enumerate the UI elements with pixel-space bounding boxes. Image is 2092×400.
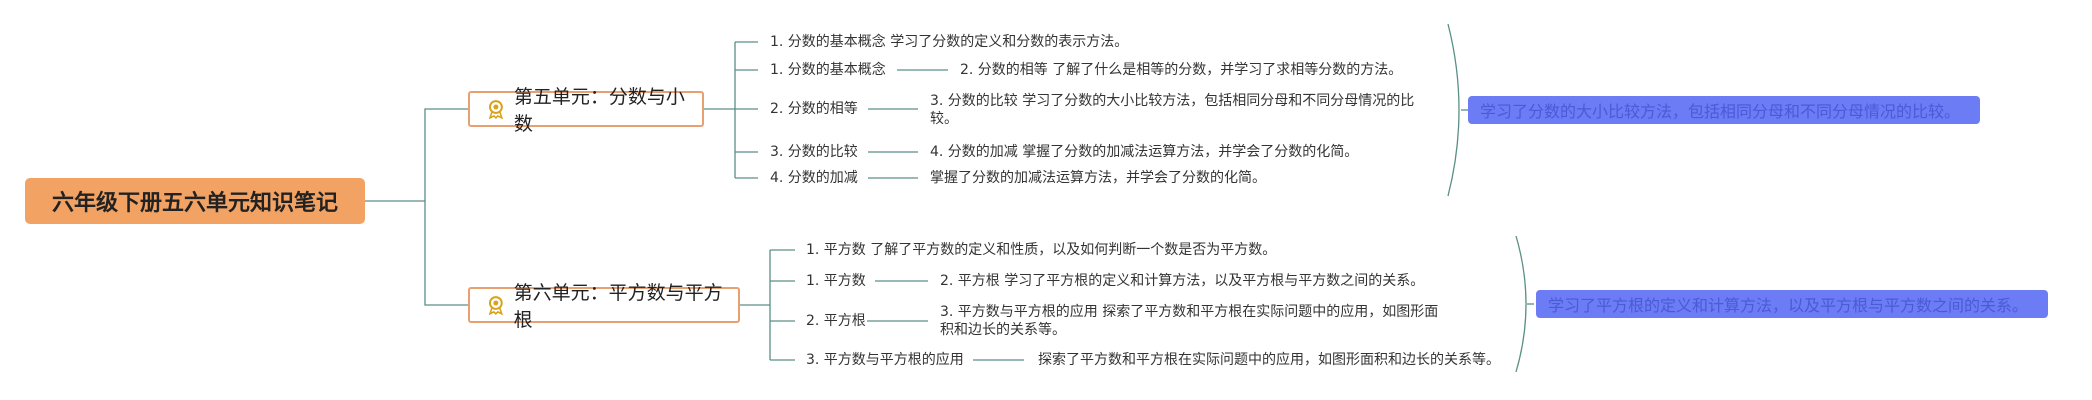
unit5-item-7[interactable]: 4. 分数的加减 掌握了分数的加减法运算方法，并学会了分数的化简。 [930, 144, 1359, 160]
unit6-item-5[interactable]: 3. 平方数与平方根的应用 探索了平方数和平方根在实际问题中的应用，如图形面积和… [940, 304, 1439, 338]
unit5-item-1[interactable]: 1. 分数的基本概念 学习了分数的定义和分数的表示方法。 [770, 34, 1129, 50]
unit5-title: 第五单元：分数与小数 [513, 86, 685, 135]
unit6-item-3[interactable]: 2. 平方根 学习了平方根的定义和计算方法，以及平方根与平方数之间的关系。 [940, 273, 1425, 289]
unit5-item-5[interactable]: 3. 分数的比较 学习了分数的大小比较方法，包括相同分母和不同分母情况的比较。 [930, 93, 1415, 127]
unit6-summary-text: 学习了平方根的定义和计算方法，以及平方根与平方数之间的关系。 [1548, 296, 2029, 315]
unit6-item-6[interactable]: 3. 平方数与平方根的应用 [806, 352, 964, 368]
unit5-item-3[interactable]: 2. 分数的相等 了解了什么是相等的分数，并学习了求相等分数的方法。 [960, 62, 1403, 78]
root-node[interactable]: 六年级下册五六单元知识笔记 [25, 178, 365, 224]
unit6-item-7[interactable]: 探索了平方数和平方根在实际问题中的应用，如图形面积和边长的关系等。 [1038, 352, 1500, 368]
unit5-summary[interactable]: 学习了分数的大小比较方法，包括相同分母和不同分母情况的比较。 [1468, 96, 1980, 124]
root-title: 六年级下册五六单元知识笔记 [51, 191, 338, 216]
unit6-summary[interactable]: 学习了平方根的定义和计算方法，以及平方根与平方数之间的关系。 [1536, 290, 2048, 318]
unit5-item-8[interactable]: 4. 分数的加减 [770, 170, 858, 186]
unit5-item-9[interactable]: 掌握了分数的加减法运算方法，并学会了分数的化简。 [930, 170, 1266, 186]
unit5-node[interactable]: 第五单元：分数与小数 [468, 86, 704, 135]
unit5-summary-text: 学习了分数的大小比较方法，包括相同分母和不同分母情况的比较。 [1480, 102, 1961, 121]
unit6-title: 第六单元：平方数与平方根 [513, 282, 723, 331]
unit5-item-6[interactable]: 3. 分数的比较 [770, 144, 858, 160]
unit6-item-2[interactable]: 1. 平方数 [806, 273, 866, 289]
unit6-item-1[interactable]: 1. 平方数 了解了平方数的定义和性质，以及如何判断一个数是否为平方数。 [806, 242, 1277, 258]
unit6-item-4[interactable]: 2. 平方根 [806, 313, 866, 329]
unit5-item-2[interactable]: 1. 分数的基本概念 [770, 62, 886, 78]
unit6-node[interactable]: 第六单元：平方数与平方根 [468, 282, 740, 331]
medal-icon [488, 100, 504, 119]
medal-icon [488, 296, 503, 315]
unit5-item-4[interactable]: 2. 分数的相等 [770, 101, 858, 117]
